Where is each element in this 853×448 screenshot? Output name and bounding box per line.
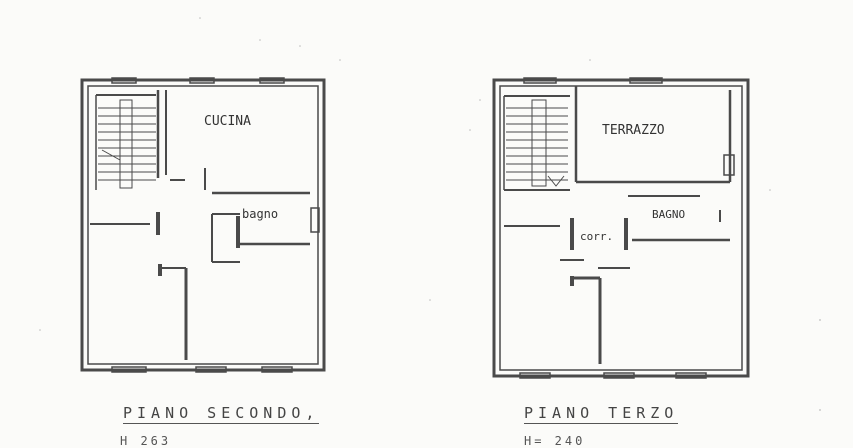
- plan-title-terzo: PIANO TERZO: [524, 404, 679, 424]
- scan-noise: [39, 17, 821, 411]
- room-label-terrazzo: TERRAZZO: [602, 123, 665, 138]
- plan-subtitle-secondo: H 263: [120, 434, 172, 448]
- plan-subtitle-terzo: H= 240: [524, 434, 586, 448]
- plan-secondo-walls: [80, 77, 326, 373]
- room-label-cucina: CUCINA: [204, 114, 251, 129]
- room-label-bagno: bagno: [242, 207, 278, 221]
- plan-terzo-walls: [492, 77, 750, 379]
- room-label-corr: corr.: [580, 230, 613, 243]
- plan-title-secondo: PIANO SECONDO,: [123, 404, 320, 424]
- room-label-bagno-terzo: BAGNO: [652, 208, 685, 221]
